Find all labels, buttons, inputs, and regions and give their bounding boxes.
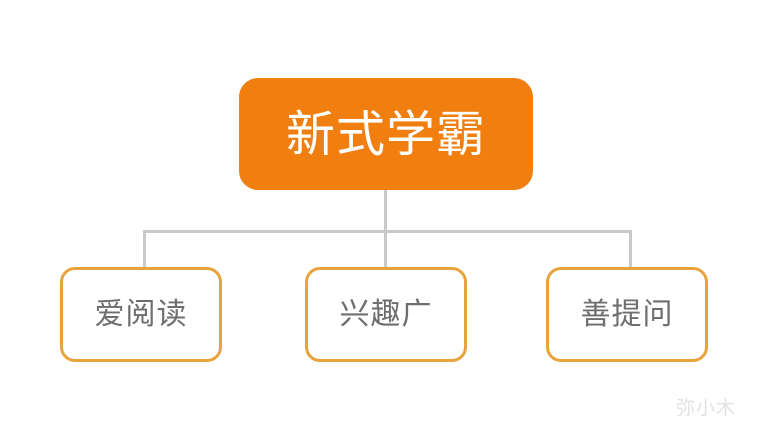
node-child-xing-qu-guang[interactable]: 兴趣广 (305, 267, 467, 362)
watermark-label: 弥小木 (676, 397, 737, 419)
node-child-ai-yue-du[interactable]: 爱阅读 (60, 267, 222, 362)
node-child-label: 善提问 (580, 296, 674, 332)
connector-drop-left (143, 230, 146, 268)
node-root[interactable]: 新式学霸 (239, 78, 533, 190)
node-child-shan-ti-wen[interactable]: 善提问 (546, 267, 708, 362)
node-child-label: 兴趣广 (339, 296, 433, 332)
node-root-label: 新式学霸 (285, 105, 486, 163)
connector-drop-right (629, 230, 632, 268)
connector-horizontal-bar (143, 230, 632, 233)
connector-drop-middle (384, 230, 387, 268)
connector-root-stem (384, 190, 387, 233)
node-child-label: 爱阅读 (94, 296, 188, 332)
